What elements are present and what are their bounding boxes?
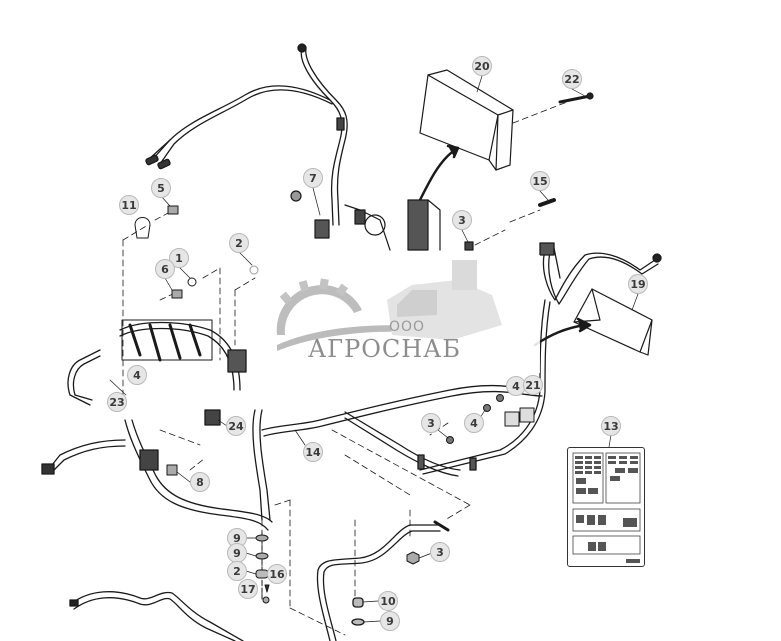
callout-14[interactable]: 14 bbox=[303, 442, 323, 462]
callout-2-bottom[interactable]: 2 bbox=[227, 561, 247, 581]
callout-4-right[interactable]: 4 bbox=[464, 413, 484, 433]
watermark-prefix: ООО bbox=[389, 319, 426, 335]
main-harness bbox=[41, 319, 543, 531]
callout-4-left[interactable]: 4 bbox=[127, 365, 147, 385]
watermark-logo-art bbox=[276, 260, 502, 351]
callout-13[interactable]: 13 bbox=[601, 416, 621, 436]
leader-lines bbox=[122, 211, 471, 636]
lower-rail bbox=[344, 411, 477, 477]
fastener-stack bbox=[245, 531, 270, 604]
callout-11[interactable]: 11 bbox=[119, 195, 139, 215]
module-19-art bbox=[573, 288, 653, 356]
lower-harness-branch bbox=[316, 520, 450, 641]
right-small-parts bbox=[437, 394, 535, 444]
callout-2-top[interactable]: 2 bbox=[229, 233, 249, 253]
callout-23[interactable]: 23 bbox=[107, 392, 127, 412]
callout-22[interactable]: 22 bbox=[562, 69, 582, 89]
callout-17[interactable]: 17 bbox=[238, 579, 258, 599]
callout-9-bottom[interactable]: 9 bbox=[380, 611, 400, 631]
callout-21[interactable]: 21 bbox=[523, 375, 543, 395]
callout-19[interactable]: 19 bbox=[628, 274, 648, 294]
callout-3-top[interactable]: 3 bbox=[452, 210, 472, 230]
callout-3-bottom[interactable]: 3 bbox=[430, 542, 450, 562]
callout-5[interactable]: 5 bbox=[151, 178, 171, 198]
callout-7[interactable]: 7 bbox=[303, 168, 323, 188]
callout-9-lower[interactable]: 9 bbox=[227, 543, 247, 563]
callout-16[interactable]: 16 bbox=[267, 564, 287, 584]
callout-3-middle[interactable]: 3 bbox=[421, 413, 441, 433]
callout-20[interactable]: 20 bbox=[472, 56, 492, 76]
callout-10[interactable]: 10 bbox=[378, 591, 398, 611]
callout-24[interactable]: 24 bbox=[226, 416, 246, 436]
watermark-brand-name: АГРОСНАБ bbox=[308, 335, 461, 363]
cover-20-art bbox=[419, 69, 594, 171]
agrosnab-watermark: ООО АГРОСНАБ bbox=[262, 255, 540, 373]
decal-13-fuse-label bbox=[567, 447, 645, 567]
upper-harness-branch bbox=[145, 43, 348, 226]
callout-6[interactable]: 6 bbox=[155, 259, 175, 279]
fuse-label-grid bbox=[572, 452, 641, 563]
center-connectors bbox=[290, 187, 556, 251]
bottom-left-cable bbox=[69, 591, 244, 641]
callout-1[interactable]: 1 bbox=[169, 248, 189, 268]
callout-15[interactable]: 15 bbox=[530, 171, 550, 191]
callout-8[interactable]: 8 bbox=[190, 472, 210, 492]
